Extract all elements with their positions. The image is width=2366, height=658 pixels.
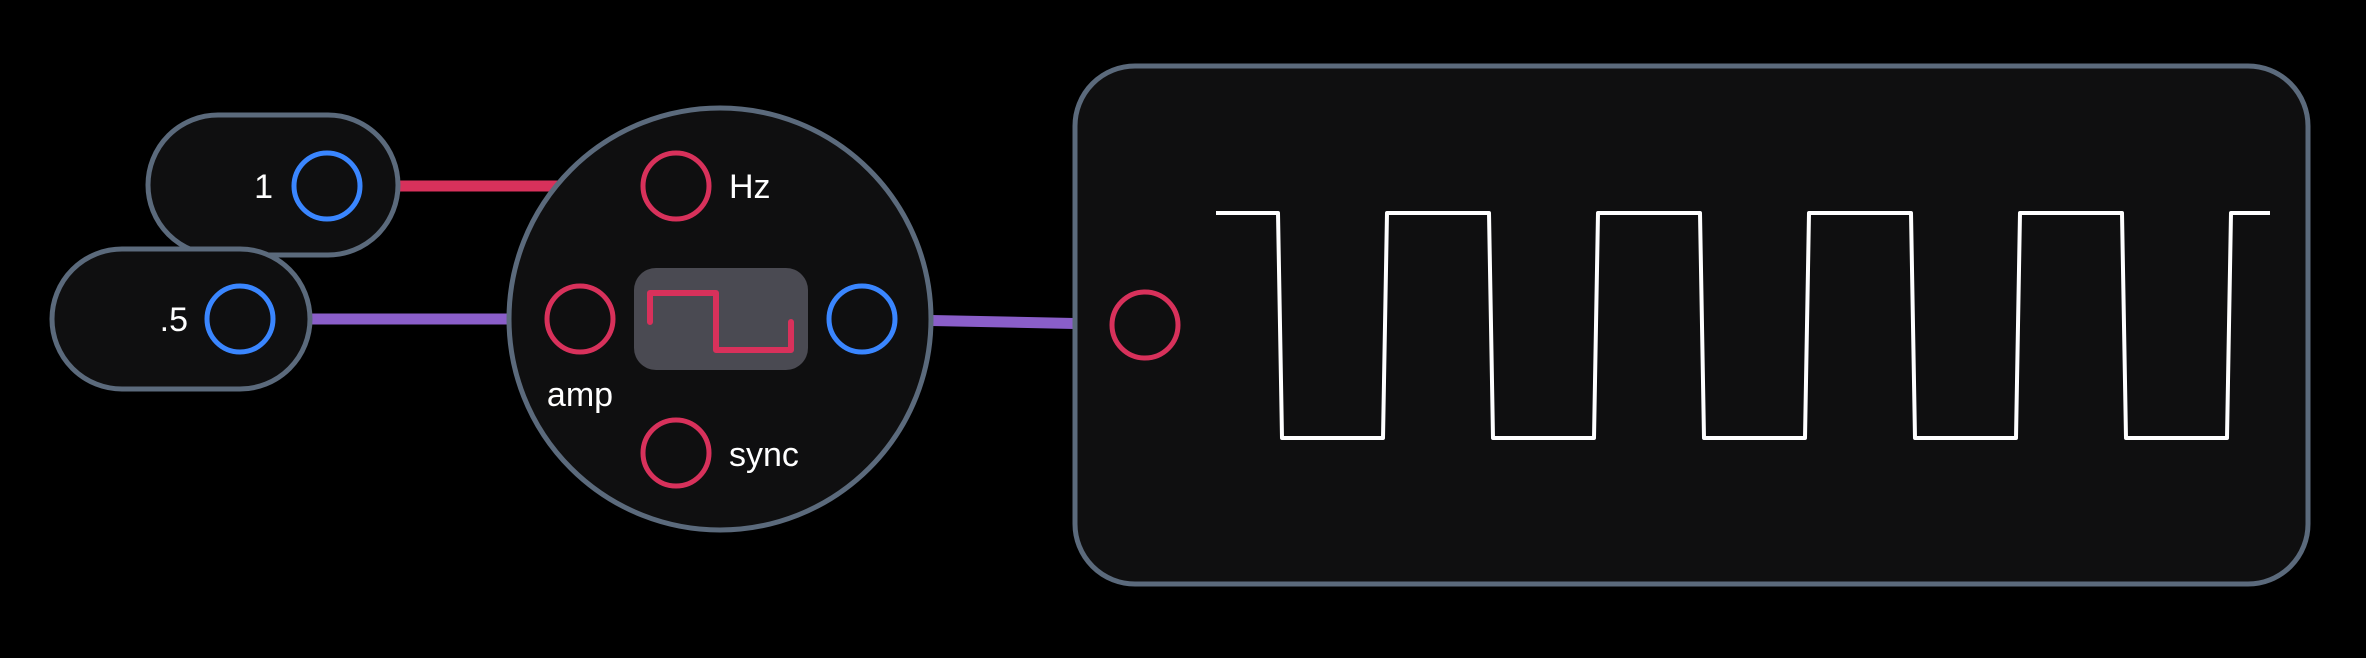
output-port[interactable]	[204, 283, 276, 355]
scope-input-port[interactable]	[1109, 289, 1181, 361]
constant-node-amplitude[interactable]: .5	[49, 246, 313, 392]
sync-input-port[interactable]	[640, 417, 712, 489]
frequency-input-port[interactable]	[640, 150, 712, 222]
frequency-input-label: Hz	[729, 168, 771, 206]
output-port[interactable]	[291, 150, 363, 222]
scope-body[interactable]	[1072, 63, 2311, 587]
square-wave-icon	[647, 290, 794, 353]
scope-trace	[1216, 211, 2270, 440]
sync-input-label: sync	[729, 436, 799, 474]
constant-node-frequency[interactable]: 1	[145, 112, 401, 258]
amplitude-input-port[interactable]	[544, 283, 616, 355]
constant-value: 1	[254, 168, 273, 206]
scope-node[interactable]	[1072, 63, 2311, 587]
waveform-icon-box	[634, 268, 808, 370]
amplitude-input-label: amp	[547, 376, 613, 414]
oscillator-node[interactable]: Hz amp sync	[506, 105, 934, 533]
constant-value: .5	[160, 301, 188, 339]
oscillator-output-port[interactable]	[826, 283, 898, 355]
